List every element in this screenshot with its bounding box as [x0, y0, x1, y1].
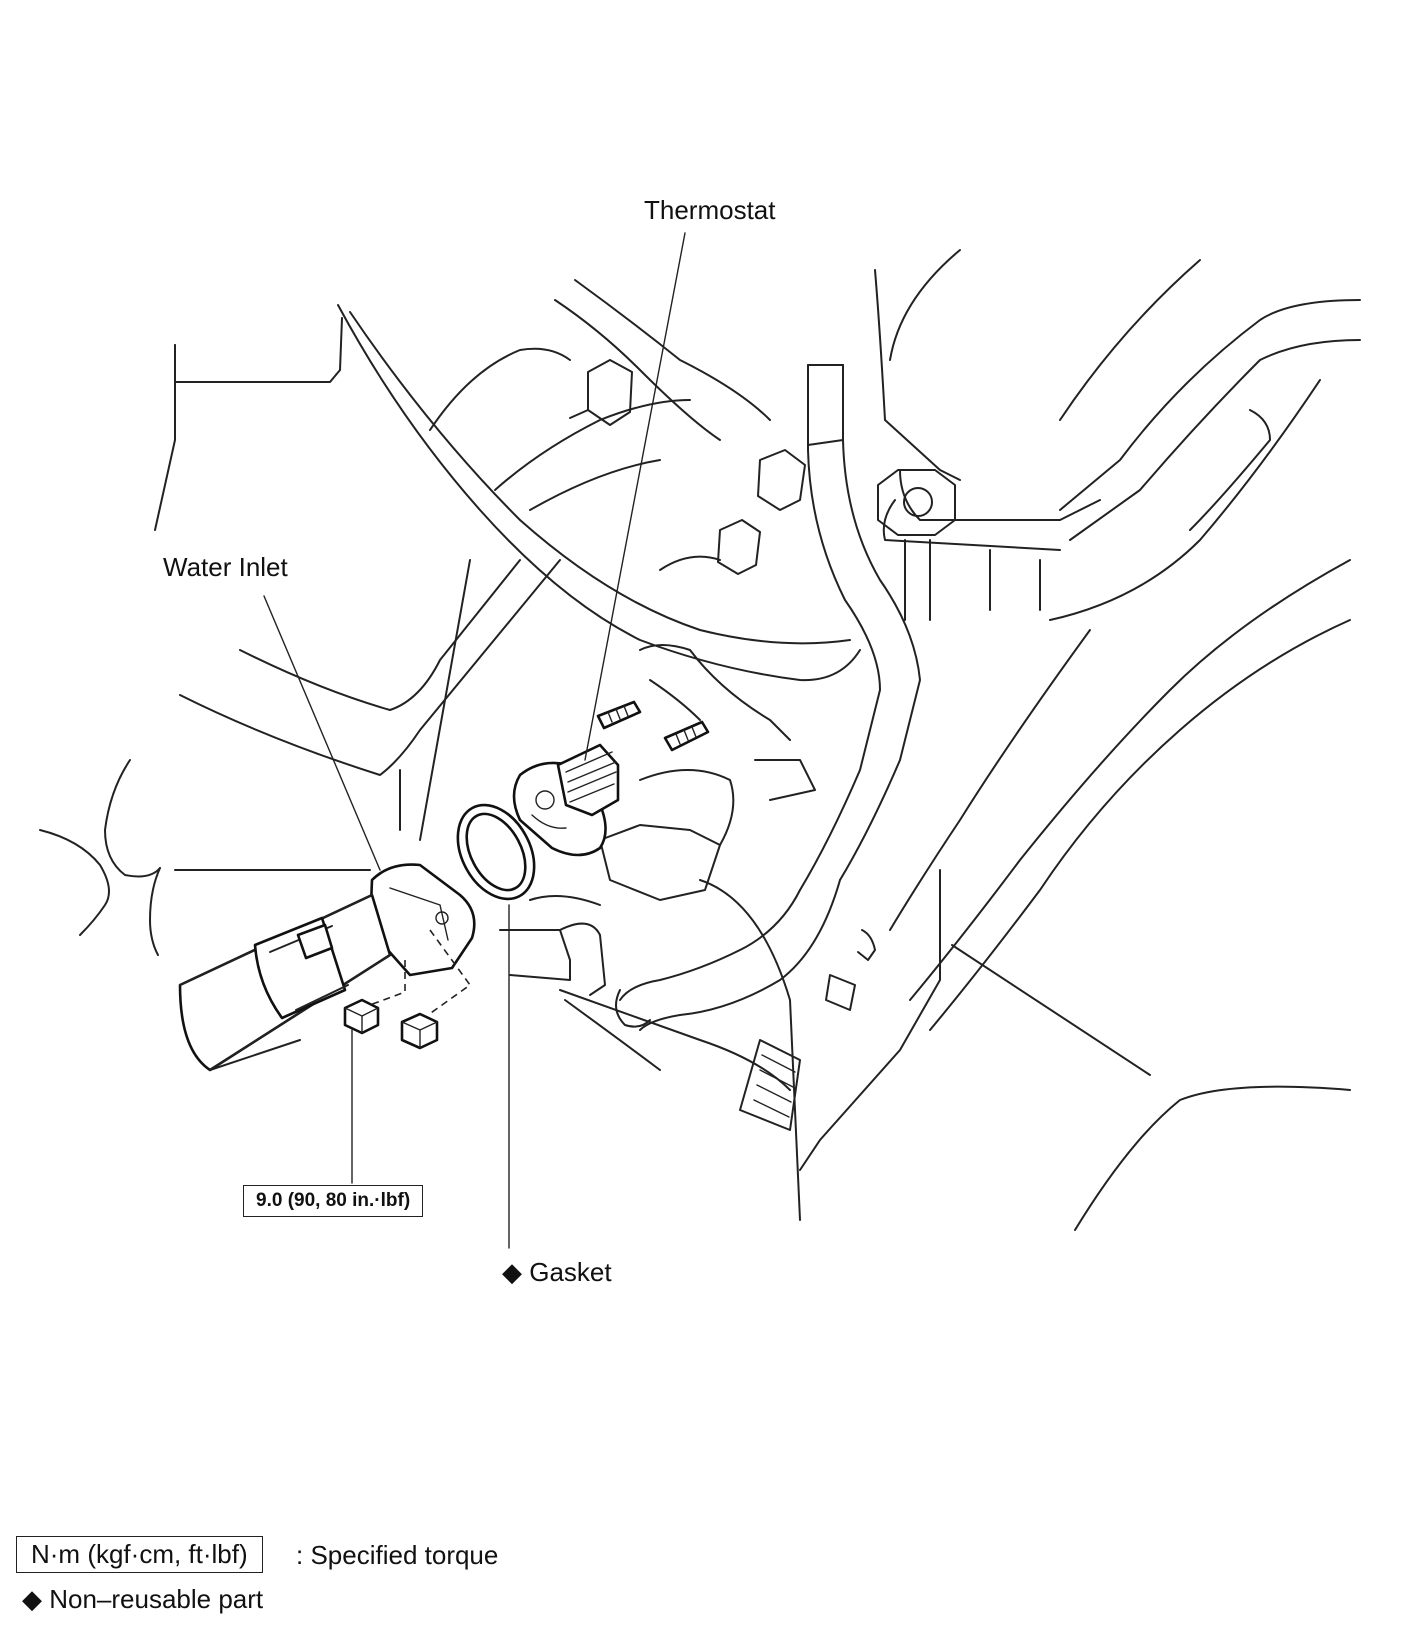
- water-inlet-part: [178, 863, 476, 1072]
- legend-torque-unit-box: N·m (kgf·cm, ft·lbf): [16, 1536, 263, 1573]
- water-inlet-label: Water Inlet: [163, 552, 288, 582]
- nut: [400, 1012, 439, 1050]
- thermostat-label: Thermostat: [644, 195, 776, 225]
- mounting-stud: [596, 700, 642, 730]
- nut: [343, 998, 380, 1035]
- gasket-part: [456, 803, 536, 901]
- legend-torque-desc: : Specified torque: [296, 1540, 499, 1570]
- gasket-label-text: Gasket: [529, 1257, 612, 1287]
- engine-outline: [39, 249, 1361, 1231]
- mounting-stud: [663, 720, 710, 752]
- non-reusable-marker-icon: ◆: [502, 1257, 522, 1287]
- torque-spec-box: 9.0 (90, 80 in.·lbf): [243, 1185, 424, 1217]
- legend-nonreusable: ◆ Non–reusable part: [22, 1584, 263, 1615]
- gasket-label: ◆ Gasket: [502, 1257, 612, 1288]
- legend-nonreusable-desc: Non–reusable part: [49, 1584, 264, 1614]
- alignment-dash: [369, 929, 472, 1016]
- leader-lines: [263, 232, 686, 1249]
- thermostat-part: [512, 743, 620, 857]
- legend-marker-icon: ◆: [22, 1584, 42, 1614]
